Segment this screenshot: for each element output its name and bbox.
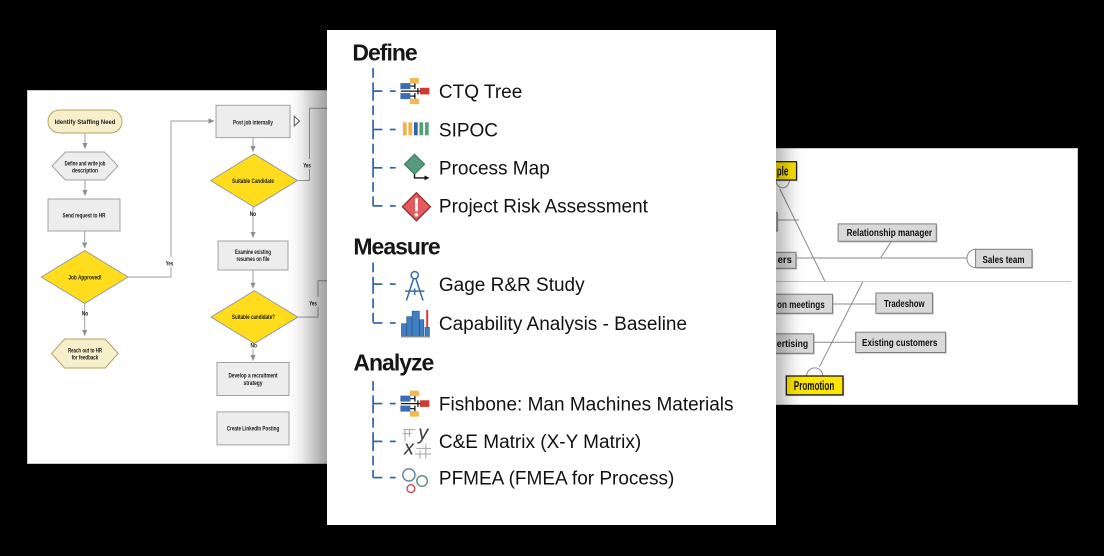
svg-text:Promotion: Promotion (794, 379, 835, 393)
svg-text:ers: ers (778, 255, 793, 266)
svg-text:Job Approved!: Job Approved! (68, 274, 101, 281)
svg-text:No: No (82, 311, 89, 317)
svg-text:SIPOC: SIPOC (439, 120, 498, 141)
svg-text:No: No (250, 212, 257, 218)
svg-text:Define and write job: Define and write job (65, 160, 106, 167)
svg-text:Create LinkedIn Posting: Create LinkedIn Posting (227, 426, 280, 433)
svg-text:Examine existing: Examine existing (235, 249, 271, 256)
svg-text:Relationship manager: Relationship manager (847, 228, 933, 239)
svg-text:strategy: strategy (244, 380, 263, 387)
svg-text:Measure: Measure (353, 233, 440, 259)
svg-text:Project Risk Assessment: Project Risk Assessment (439, 197, 649, 218)
svg-text:x: x (403, 438, 415, 460)
svg-text:Post job internally: Post job internally (233, 119, 273, 126)
svg-text:Identify Staffing Need: Identify Staffing Need (55, 119, 116, 126)
svg-text:y: y (416, 423, 429, 445)
svg-text:Capability Analysis - Baseline: Capability Analysis - Baseline (439, 314, 687, 335)
svg-text:Yes: Yes (166, 261, 174, 267)
svg-text:Yes: Yes (303, 163, 311, 169)
svg-text:PFMEA (FMEA for Process): PFMEA (FMEA for Process) (439, 468, 674, 489)
svg-text:for feedback: for feedback (72, 355, 99, 362)
svg-text:Analyze: Analyze (353, 349, 433, 375)
svg-text:on meetings: on meetings (777, 300, 825, 311)
svg-text:C&E Matrix (X-Y Matrix): C&E Matrix (X-Y Matrix) (439, 432, 641, 453)
svg-text:description: description (72, 167, 98, 174)
svg-text:resumes on file: resumes on file (237, 256, 270, 263)
svg-text:Define: Define (352, 40, 417, 66)
svg-text:Sales team: Sales team (983, 255, 1025, 266)
svg-text:Reach out to HR: Reach out to HR (68, 348, 102, 355)
svg-text:ertising: ertising (777, 339, 808, 350)
svg-text:Gage R&R Study: Gage R&R Study (439, 275, 585, 296)
svg-text:Suitable Candidate: Suitable Candidate (232, 178, 274, 185)
svg-text:Process Map: Process Map (439, 159, 550, 180)
svg-text:Suitable candidate?: Suitable candidate? (232, 314, 275, 321)
svg-text:ple: ple (777, 164, 789, 179)
svg-text:Send request to HR: Send request to HR (63, 213, 106, 220)
svg-text:No: No (251, 343, 258, 349)
svg-text:Fishbone: Man Machines Materia: Fishbone: Man Machines Materials (439, 394, 734, 415)
svg-text:Tradeshow: Tradeshow (884, 299, 925, 310)
svg-text:Develop a recruitment: Develop a recruitment (229, 373, 279, 380)
svg-text:CTQ Tree: CTQ Tree (439, 82, 522, 103)
svg-text:Yes: Yes (309, 301, 317, 307)
svg-text:Existing customers: Existing customers (862, 338, 938, 349)
